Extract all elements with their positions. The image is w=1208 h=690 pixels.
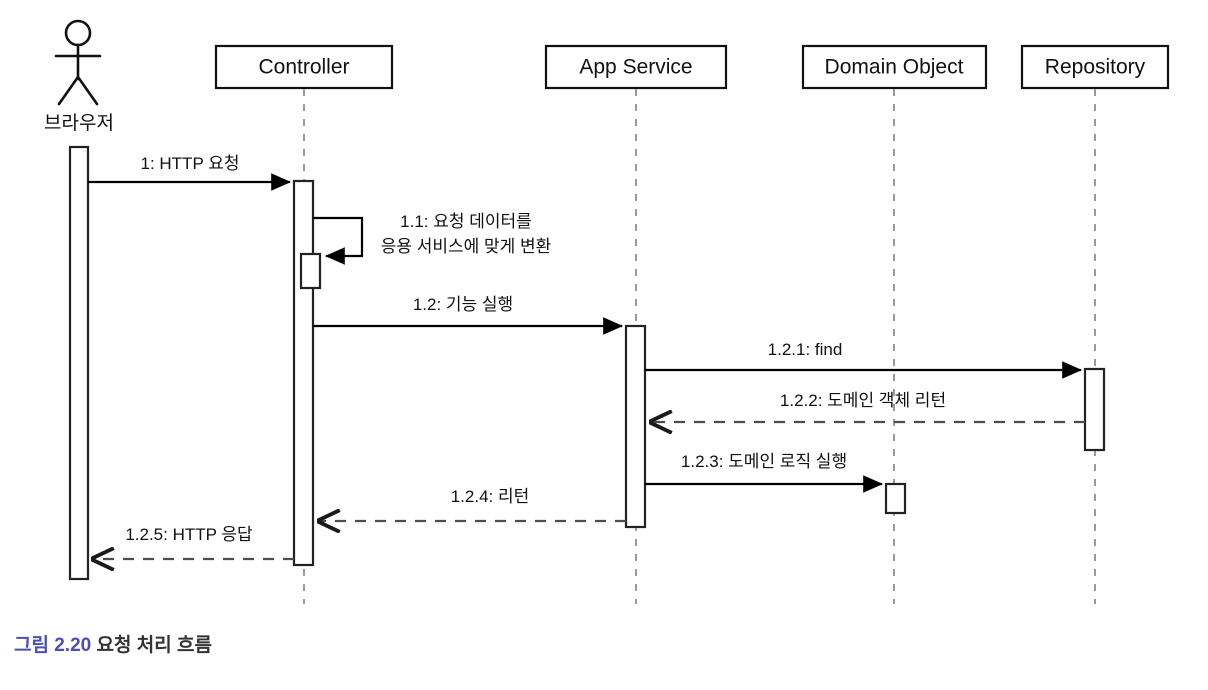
actor-leg-left-icon bbox=[57, 75, 80, 106]
participant-box-repository[interactable] bbox=[1020, 44, 1170, 90]
actor-label: 브라우저 bbox=[44, 112, 114, 134]
participant-label-repository: Repository bbox=[1045, 56, 1146, 79]
participant-label-app-service: App Service bbox=[579, 56, 692, 79]
participant-box-controller[interactable] bbox=[214, 44, 394, 90]
message-1-2-4: 1.2.4: 리턴 bbox=[318, 487, 626, 521]
participant-label-controller: Controller bbox=[258, 56, 349, 79]
actor-browser: 브라우저 bbox=[44, 19, 114, 134]
message-1-2-2: 1.2.2: 도메인 객체 리턴 bbox=[650, 391, 1085, 422]
participant-box-domain-object[interactable] bbox=[801, 44, 988, 90]
actor-head-icon bbox=[64, 19, 92, 47]
message-1-2-3: 1.2.3: 도메인 로직 실행 bbox=[645, 452, 883, 493]
participant-controller[interactable]: Controller bbox=[214, 44, 394, 90]
message-1-2-1: 1.2.1: find bbox=[645, 340, 1082, 379]
activation-app-service bbox=[624, 324, 647, 529]
message-1: 1: HTTP 요청 bbox=[88, 154, 291, 191]
message-1-2-1-label: 1.2.1: find bbox=[768, 340, 843, 359]
figure-caption-text: 요청 처리 흐름 bbox=[91, 635, 212, 656]
actor-leg-right-icon bbox=[76, 75, 99, 106]
activation-domain-object bbox=[884, 482, 907, 515]
activation-controller-nested bbox=[299, 252, 322, 290]
message-1-label: 1: HTTP 요청 bbox=[141, 154, 240, 173]
participant-label-domain-object: Domain Object bbox=[825, 56, 964, 79]
activation-repository bbox=[1083, 367, 1106, 452]
message-1-1-self: 1.1: 요청 데이터를 응용 서비스에 맞게 변환 bbox=[313, 212, 552, 265]
participant-repository[interactable]: Repository bbox=[1020, 44, 1170, 90]
participant-box-app-service[interactable] bbox=[544, 44, 728, 90]
activation-controller bbox=[292, 179, 315, 567]
activation-browser bbox=[68, 145, 90, 581]
figure-caption-number: 그림 2.20 bbox=[14, 635, 92, 656]
message-1-2-label: 1.2: 기능 실행 bbox=[413, 295, 513, 314]
message-1-2-3-label: 1.2.3: 도메인 로직 실행 bbox=[681, 452, 847, 471]
message-1-2: 1.2: 기능 실행 bbox=[313, 295, 623, 335]
message-1-1-arrow bbox=[313, 216, 364, 265]
message-1-2-5-label: 1.2.5: HTTP 응답 bbox=[125, 525, 253, 544]
participant-app-service[interactable]: App Service bbox=[544, 44, 728, 90]
message-1-1-label-line2: 응용 서비스에 맞게 변환 bbox=[381, 237, 552, 256]
message-1-1-label-line1: 1.1: 요청 데이터를 bbox=[400, 212, 532, 231]
participant-domain-object[interactable]: Domain Object bbox=[801, 44, 988, 90]
message-1-2-5: 1.2.5: HTTP 응답 bbox=[92, 525, 294, 559]
message-1-2-2-label: 1.2.2: 도메인 객체 리턴 bbox=[780, 391, 946, 410]
message-1-2-4-label: 1.2.4: 리턴 bbox=[451, 487, 530, 506]
figure-caption: 그림 2.20 요청 처리 흐름 bbox=[14, 630, 212, 657]
